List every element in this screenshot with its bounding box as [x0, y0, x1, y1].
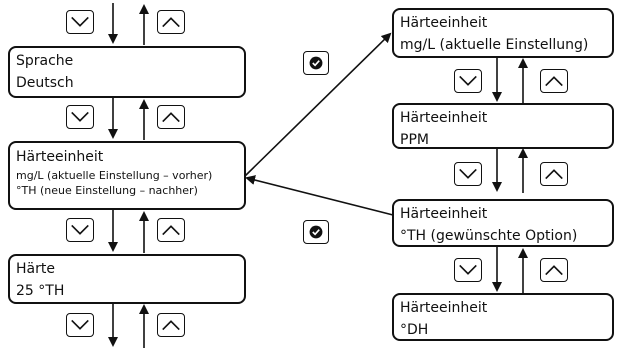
current-setting-text: mg/L (aktuelle Einstellung – vorher)	[16, 169, 213, 182]
menu-value: °TH (gewünschte Option)	[400, 228, 578, 244]
menu-title: Härte	[16, 261, 55, 277]
menu-title: Sprache	[16, 53, 74, 69]
menu-value: PPM	[400, 132, 429, 148]
scroll-up-button[interactable]	[540, 162, 568, 186]
chevron-down-icon	[71, 111, 89, 122]
menu-title: Härteeinheit	[400, 15, 488, 31]
scroll-down-button[interactable]	[66, 313, 94, 337]
hardness-unit-option-mgl[interactable]: Härteeinheit mg/L (aktuelle Einstellung)	[392, 8, 614, 58]
menu-title: Härteeinheit	[16, 149, 104, 165]
chevron-down-icon	[459, 264, 477, 275]
menu-title: Härteeinheit	[400, 110, 488, 126]
scroll-up-button[interactable]	[157, 218, 185, 242]
menu-value: °DH	[400, 322, 429, 338]
scroll-up-button[interactable]	[157, 10, 185, 34]
hardness-unit-option-ppm[interactable]: Härteeinheit PPM	[392, 103, 614, 149]
chevron-up-icon	[545, 265, 563, 276]
hardness-unit-option-dh[interactable]: Härteeinheit °DH	[392, 293, 614, 341]
hardness-menu-box[interactable]: Härte 25 °TH	[8, 254, 246, 304]
chevron-down-icon	[71, 224, 89, 235]
chevron-down-icon	[71, 16, 89, 27]
scroll-down-button[interactable]	[454, 258, 482, 282]
scroll-up-button[interactable]	[157, 105, 185, 129]
check-circle-icon	[309, 56, 323, 70]
chevron-up-icon	[162, 320, 180, 331]
chevron-down-icon	[459, 75, 477, 86]
check-circle-icon	[309, 225, 323, 239]
scroll-down-button[interactable]	[66, 105, 94, 129]
chevron-up-icon	[162, 225, 180, 236]
chevron-down-icon	[459, 168, 477, 179]
hardness-unit-option-th[interactable]: Härteeinheit °TH (gewünschte Option)	[392, 199, 614, 247]
scroll-up-button[interactable]	[157, 313, 185, 337]
chevron-up-icon	[545, 76, 563, 87]
chevron-up-icon	[162, 17, 180, 28]
chevron-up-icon	[162, 112, 180, 123]
menu-title: Härteeinheit	[400, 300, 488, 316]
new-setting-text: °TH (neue Einstellung – nachher)	[16, 184, 198, 197]
scroll-down-button[interactable]	[66, 218, 94, 242]
hardness-unit-menu-box[interactable]: Härteeinheit mg/L (aktuelle Einstellung …	[8, 141, 246, 210]
scroll-down-button[interactable]	[454, 69, 482, 93]
confirm-button[interactable]	[303, 220, 329, 244]
scroll-up-button[interactable]	[540, 69, 568, 93]
scroll-down-button[interactable]	[66, 10, 94, 34]
confirm-button[interactable]	[303, 51, 329, 75]
scroll-down-button[interactable]	[454, 162, 482, 186]
language-menu-box[interactable]: Sprache Deutsch	[8, 46, 246, 98]
scroll-up-button[interactable]	[540, 258, 568, 282]
menu-value: Deutsch	[16, 75, 74, 91]
chevron-up-icon	[545, 169, 563, 180]
chevron-down-icon	[71, 319, 89, 330]
menu-value: 25 °TH	[16, 283, 65, 299]
menu-value: mg/L (aktuelle Einstellung)	[400, 37, 589, 53]
menu-title: Härteeinheit	[400, 206, 488, 222]
